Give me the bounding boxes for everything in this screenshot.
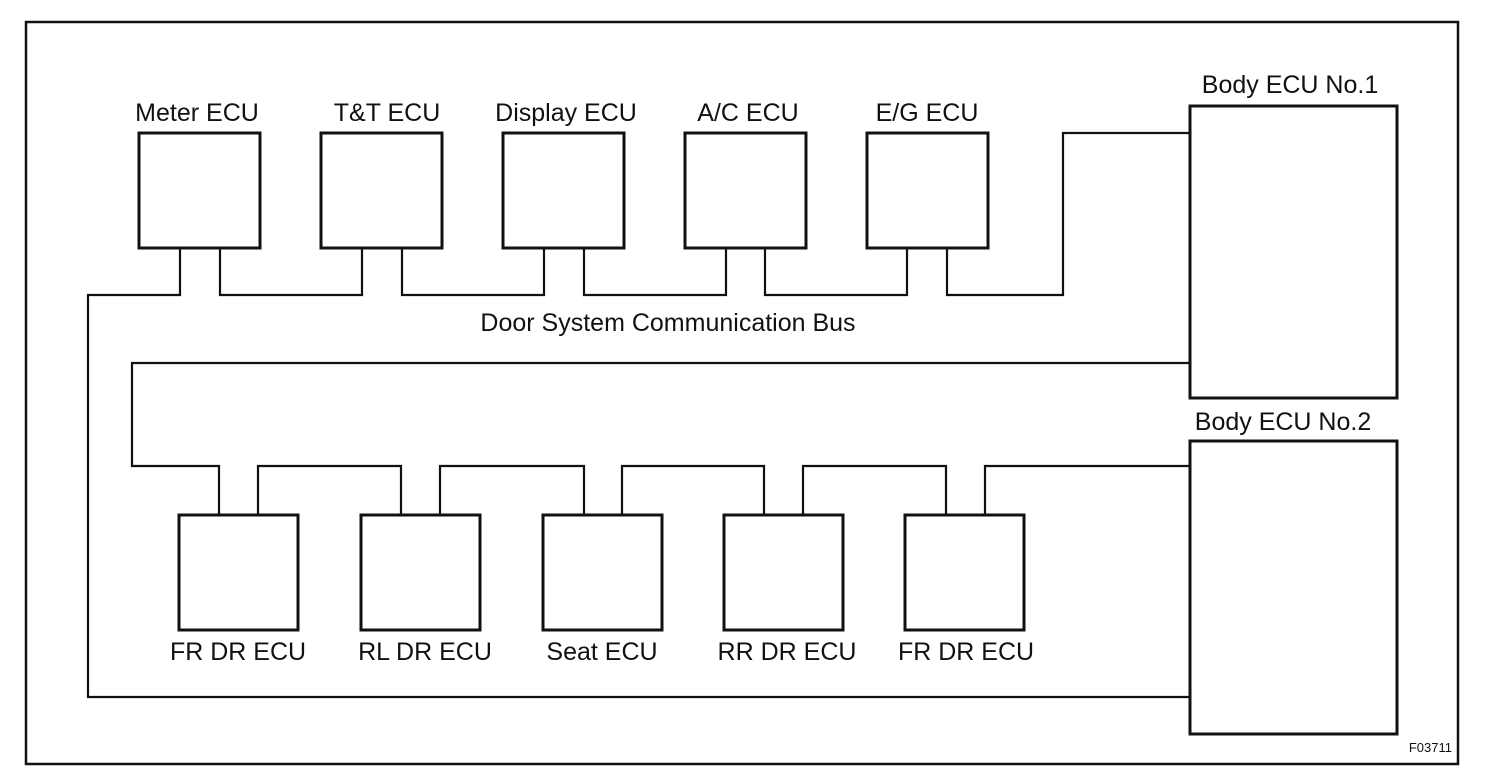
bus-label: Door System Communication Bus (480, 309, 855, 337)
fr-dr-ecu-label: FR DR ECU (170, 638, 306, 666)
fr-dr-ecu-box (177, 513, 300, 632)
upper-bus-wire (86, 131, 1190, 699)
display-ecu-label: Display ECU (495, 99, 637, 127)
figure-code: F03711 (1409, 740, 1452, 755)
rl-dr-ecu-box (359, 513, 482, 632)
tt-ecu-label: T&T ECU (334, 99, 441, 127)
rr-dr-ecu-label: RR DR ECU (718, 638, 857, 666)
ac-ecu-label: A/C ECU (697, 99, 798, 127)
body-ecu-2-box (1188, 439, 1399, 736)
body-ecu-1-box (1188, 104, 1399, 400)
meter-ecu-box (137, 131, 262, 250)
body-ecu-1-label: Body ECU No.1 (1202, 71, 1378, 99)
diagram-frame (24, 20, 1460, 766)
tt-ecu-box (319, 131, 444, 250)
seat-ecu-box (541, 513, 664, 632)
eg-ecu-label: E/G ECU (876, 99, 979, 127)
meter-ecu-label: Meter ECU (135, 99, 259, 127)
fr-dr-ecu-2-box (903, 513, 1026, 632)
seat-ecu-label: Seat ECU (546, 638, 657, 666)
display-ecu-box (501, 131, 626, 250)
lower-bus-wire (130, 361, 1190, 515)
ac-ecu-box (683, 131, 808, 250)
fr-dr-ecu-2-label: FR DR ECU (898, 638, 1034, 666)
rr-dr-ecu-box (722, 513, 845, 632)
body-ecu-2-label: Body ECU No.2 (1195, 408, 1371, 436)
eg-ecu-box (865, 131, 990, 250)
rl-dr-ecu-label: RL DR ECU (358, 638, 492, 666)
